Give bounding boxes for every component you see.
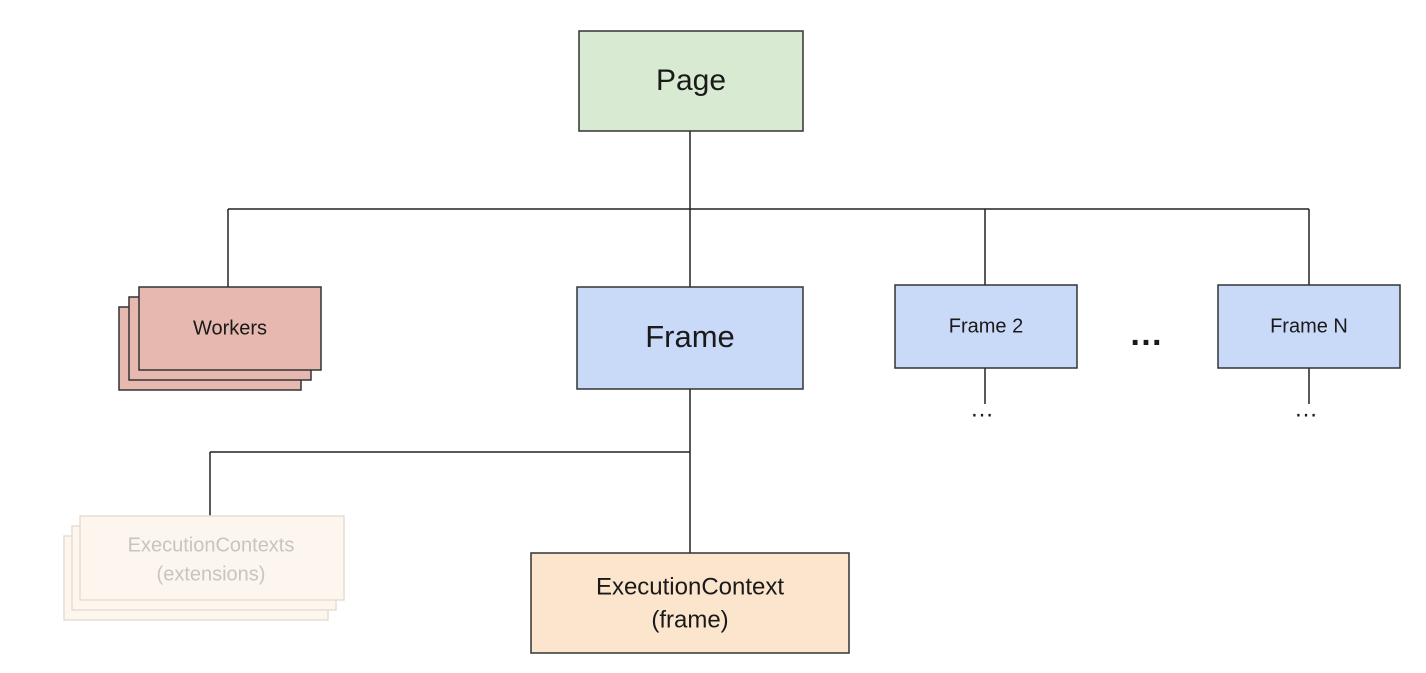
frame-box (576, 286, 804, 390)
connectors (209, 131, 1310, 553)
executioncontexts-label-line2: (extensions) (157, 563, 266, 585)
frame2-box (894, 284, 1078, 369)
executioncontext-label-line2: (frame) (651, 606, 728, 633)
page-box (578, 30, 804, 132)
page-label: Page (656, 64, 726, 97)
ellipsis-under-frameN: … (1294, 395, 1318, 422)
frame2-label: Frame 2 (949, 315, 1023, 337)
node-page: Page (578, 30, 804, 132)
ellipsis-between-frames: … (1129, 315, 1163, 353)
executioncontexts-label-line1: ExecutionContexts (128, 534, 295, 556)
executioncontexts-box (79, 515, 345, 601)
frame-label: Frame (645, 319, 735, 354)
node-frame: Frame (576, 286, 804, 390)
node-executioncontexts-extensions: ExecutionContexts (extensions) (63, 515, 345, 621)
node-executioncontext-frame: ExecutionContext (frame) (530, 552, 850, 654)
node-workers: Workers (118, 286, 322, 391)
executioncontext-label-line1: ExecutionContext (596, 573, 784, 600)
frameN-label: Frame N (1270, 315, 1348, 337)
frameN-box (1217, 284, 1401, 369)
node-frame2: Frame 2 (894, 284, 1078, 369)
workers-box (138, 286, 322, 371)
workers-label: Workers (193, 317, 267, 339)
ellipsis-under-frame2: … (970, 395, 994, 422)
executioncontext-box (530, 552, 850, 654)
node-frameN: Frame N (1217, 284, 1401, 369)
